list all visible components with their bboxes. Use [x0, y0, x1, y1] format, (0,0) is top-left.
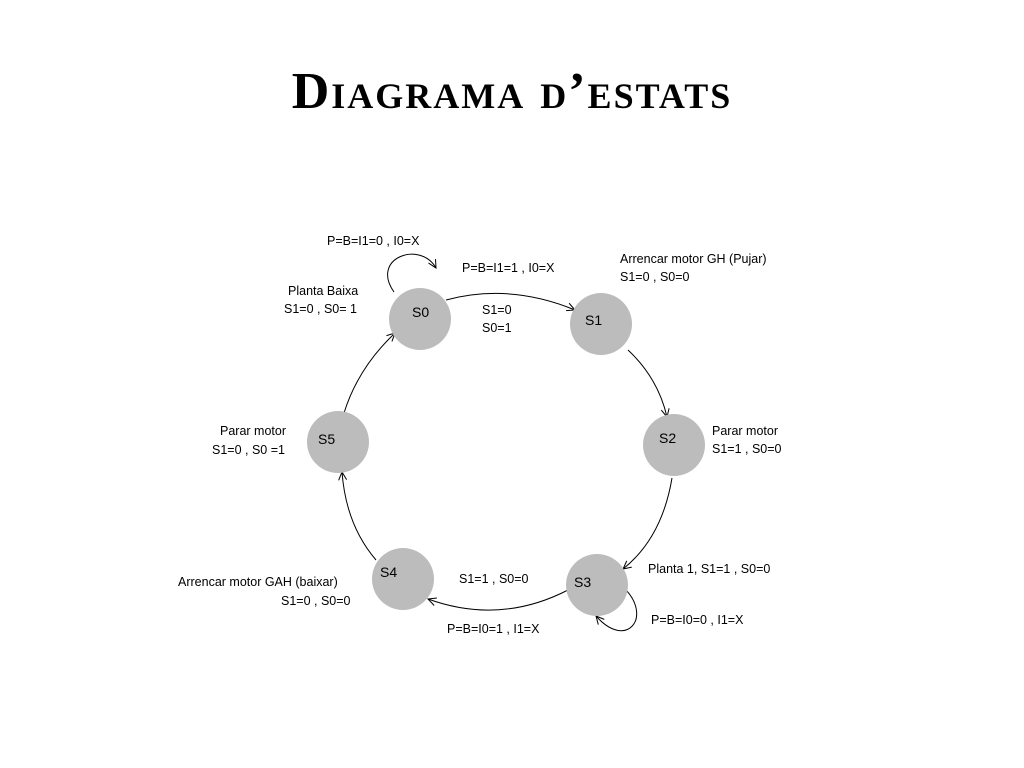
- state-desc: S1=0 , S0=0: [620, 270, 690, 284]
- state-desc: S1=0 , S0 =1: [212, 443, 285, 457]
- edge-s2-s3: [623, 477, 673, 569]
- state-s0: S0: [389, 288, 451, 350]
- page-title: Diagrama d’estats: [291, 63, 733, 120]
- state-label: S1: [585, 312, 602, 328]
- state-desc: Arrencar motor GAH (baixar): [178, 575, 338, 589]
- state-label: S3: [574, 574, 591, 590]
- state-desc: S1=0 , S0=0: [281, 594, 351, 608]
- state-desc: S1=1 , S0=0: [712, 442, 782, 456]
- edge-s1-s2: [627, 349, 667, 417]
- edge-s5-s0: [343, 333, 395, 414]
- state-desc: Planta Baixa: [288, 284, 358, 298]
- state-desc: Parar motor: [220, 424, 286, 438]
- state-s1: S1: [570, 293, 632, 355]
- state-s3: S3: [566, 554, 628, 616]
- state-label: S4: [380, 564, 397, 580]
- transition-label: P=B=I0=1 , I1=X: [447, 622, 540, 636]
- edge-s0-self: [387, 253, 436, 293]
- state-label: S5: [318, 431, 335, 447]
- edge-s4-s5: [342, 472, 377, 561]
- transition-label: P=B=I1=1 , I0=X: [462, 261, 555, 275]
- edge-s3-s4: [428, 589, 569, 611]
- state-desc: Arrencar motor GH (Pujar): [620, 252, 767, 266]
- state-label: S2: [659, 430, 676, 446]
- state-s2: S2: [643, 414, 705, 476]
- state-desc: Parar motor: [712, 424, 778, 438]
- state-label: S0: [412, 304, 429, 320]
- transition-label: P=B=I1=0 , I0=X: [327, 234, 420, 248]
- transition-label: P=B=I0=0 , I1=X: [651, 613, 744, 627]
- state-desc: S1=0 , S0= 1: [284, 302, 357, 316]
- state-s5: S5: [307, 411, 369, 473]
- output-label: S1=1 , S0=0: [459, 572, 529, 586]
- state-desc: Planta 1, S1=1 , S0=0: [648, 562, 770, 576]
- output-label: S1=0: [482, 303, 512, 317]
- output-label: S0=1: [482, 321, 512, 335]
- edge-s0-s1: [445, 292, 575, 310]
- state-s4: S4: [372, 548, 434, 610]
- edge-s3-self: [596, 589, 637, 632]
